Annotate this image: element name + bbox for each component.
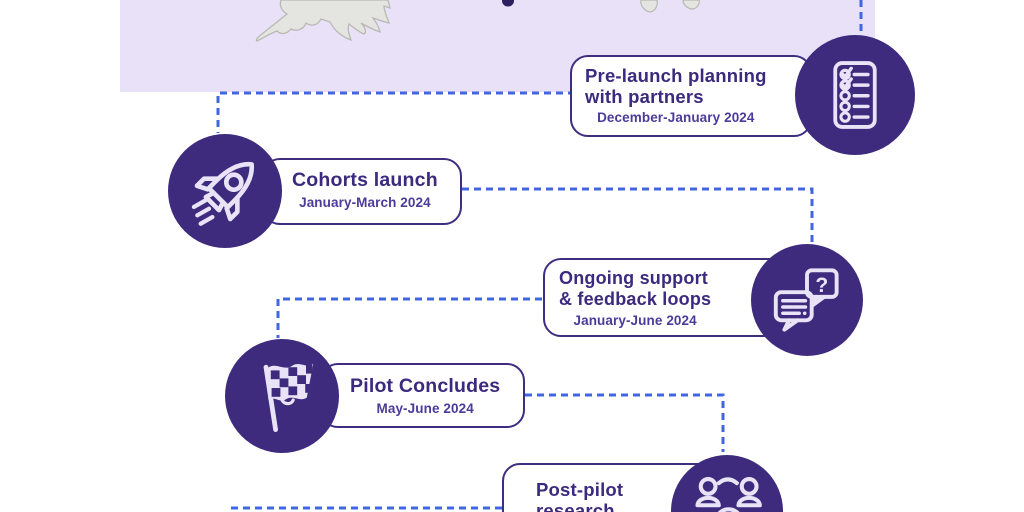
milestone-card-prelaunch: Pre-launch planning with partners Decemb…: [570, 55, 812, 137]
checklist-icon: [833, 61, 877, 129]
chat-icon: ?: [773, 268, 839, 332]
milestone-title-line2: & feedback loops: [559, 289, 712, 309]
connector-pilot-to-postpilot: [525, 393, 725, 452]
milestone-date: January-June 2024: [573, 313, 697, 328]
milestone-title: Pre-launch planning: [585, 65, 767, 86]
connector-prelaunch-to-cohorts: [216, 91, 575, 133]
milestone-date: December-January 2024: [597, 110, 755, 125]
milestone-icon-circle: [795, 35, 915, 155]
milestone-title: Post-pilot: [536, 479, 624, 500]
rocket-icon: [191, 161, 255, 226]
people-icon: [695, 476, 762, 512]
milestone-title: Ongoing support: [559, 268, 708, 288]
milestone-card-cohorts: Cohorts launch January-March 2024: [262, 158, 462, 225]
question-mark-glyph: ?: [815, 274, 828, 297]
milestone-title: Pilot Concludes: [350, 375, 501, 397]
milestone-title-line2: with partners: [585, 86, 704, 107]
milestone-card-pilot: Pilot Concludes May-June 2024: [320, 363, 525, 428]
milestone-date: May-June 2024: [376, 401, 474, 416]
milestone-icon-circle: ?: [751, 244, 863, 356]
connector-support-to-pilot: [276, 297, 542, 338]
milestone-title-line2: research: [536, 500, 615, 512]
milestone-icon-circle: [225, 339, 339, 453]
milestone-icon-circle: [168, 134, 282, 248]
connector-cohorts-to-support: [462, 187, 814, 243]
milestone-date: January-March 2024: [299, 195, 431, 210]
milestone-title: Cohorts launch: [292, 169, 438, 191]
flag-icon: [263, 364, 314, 432]
